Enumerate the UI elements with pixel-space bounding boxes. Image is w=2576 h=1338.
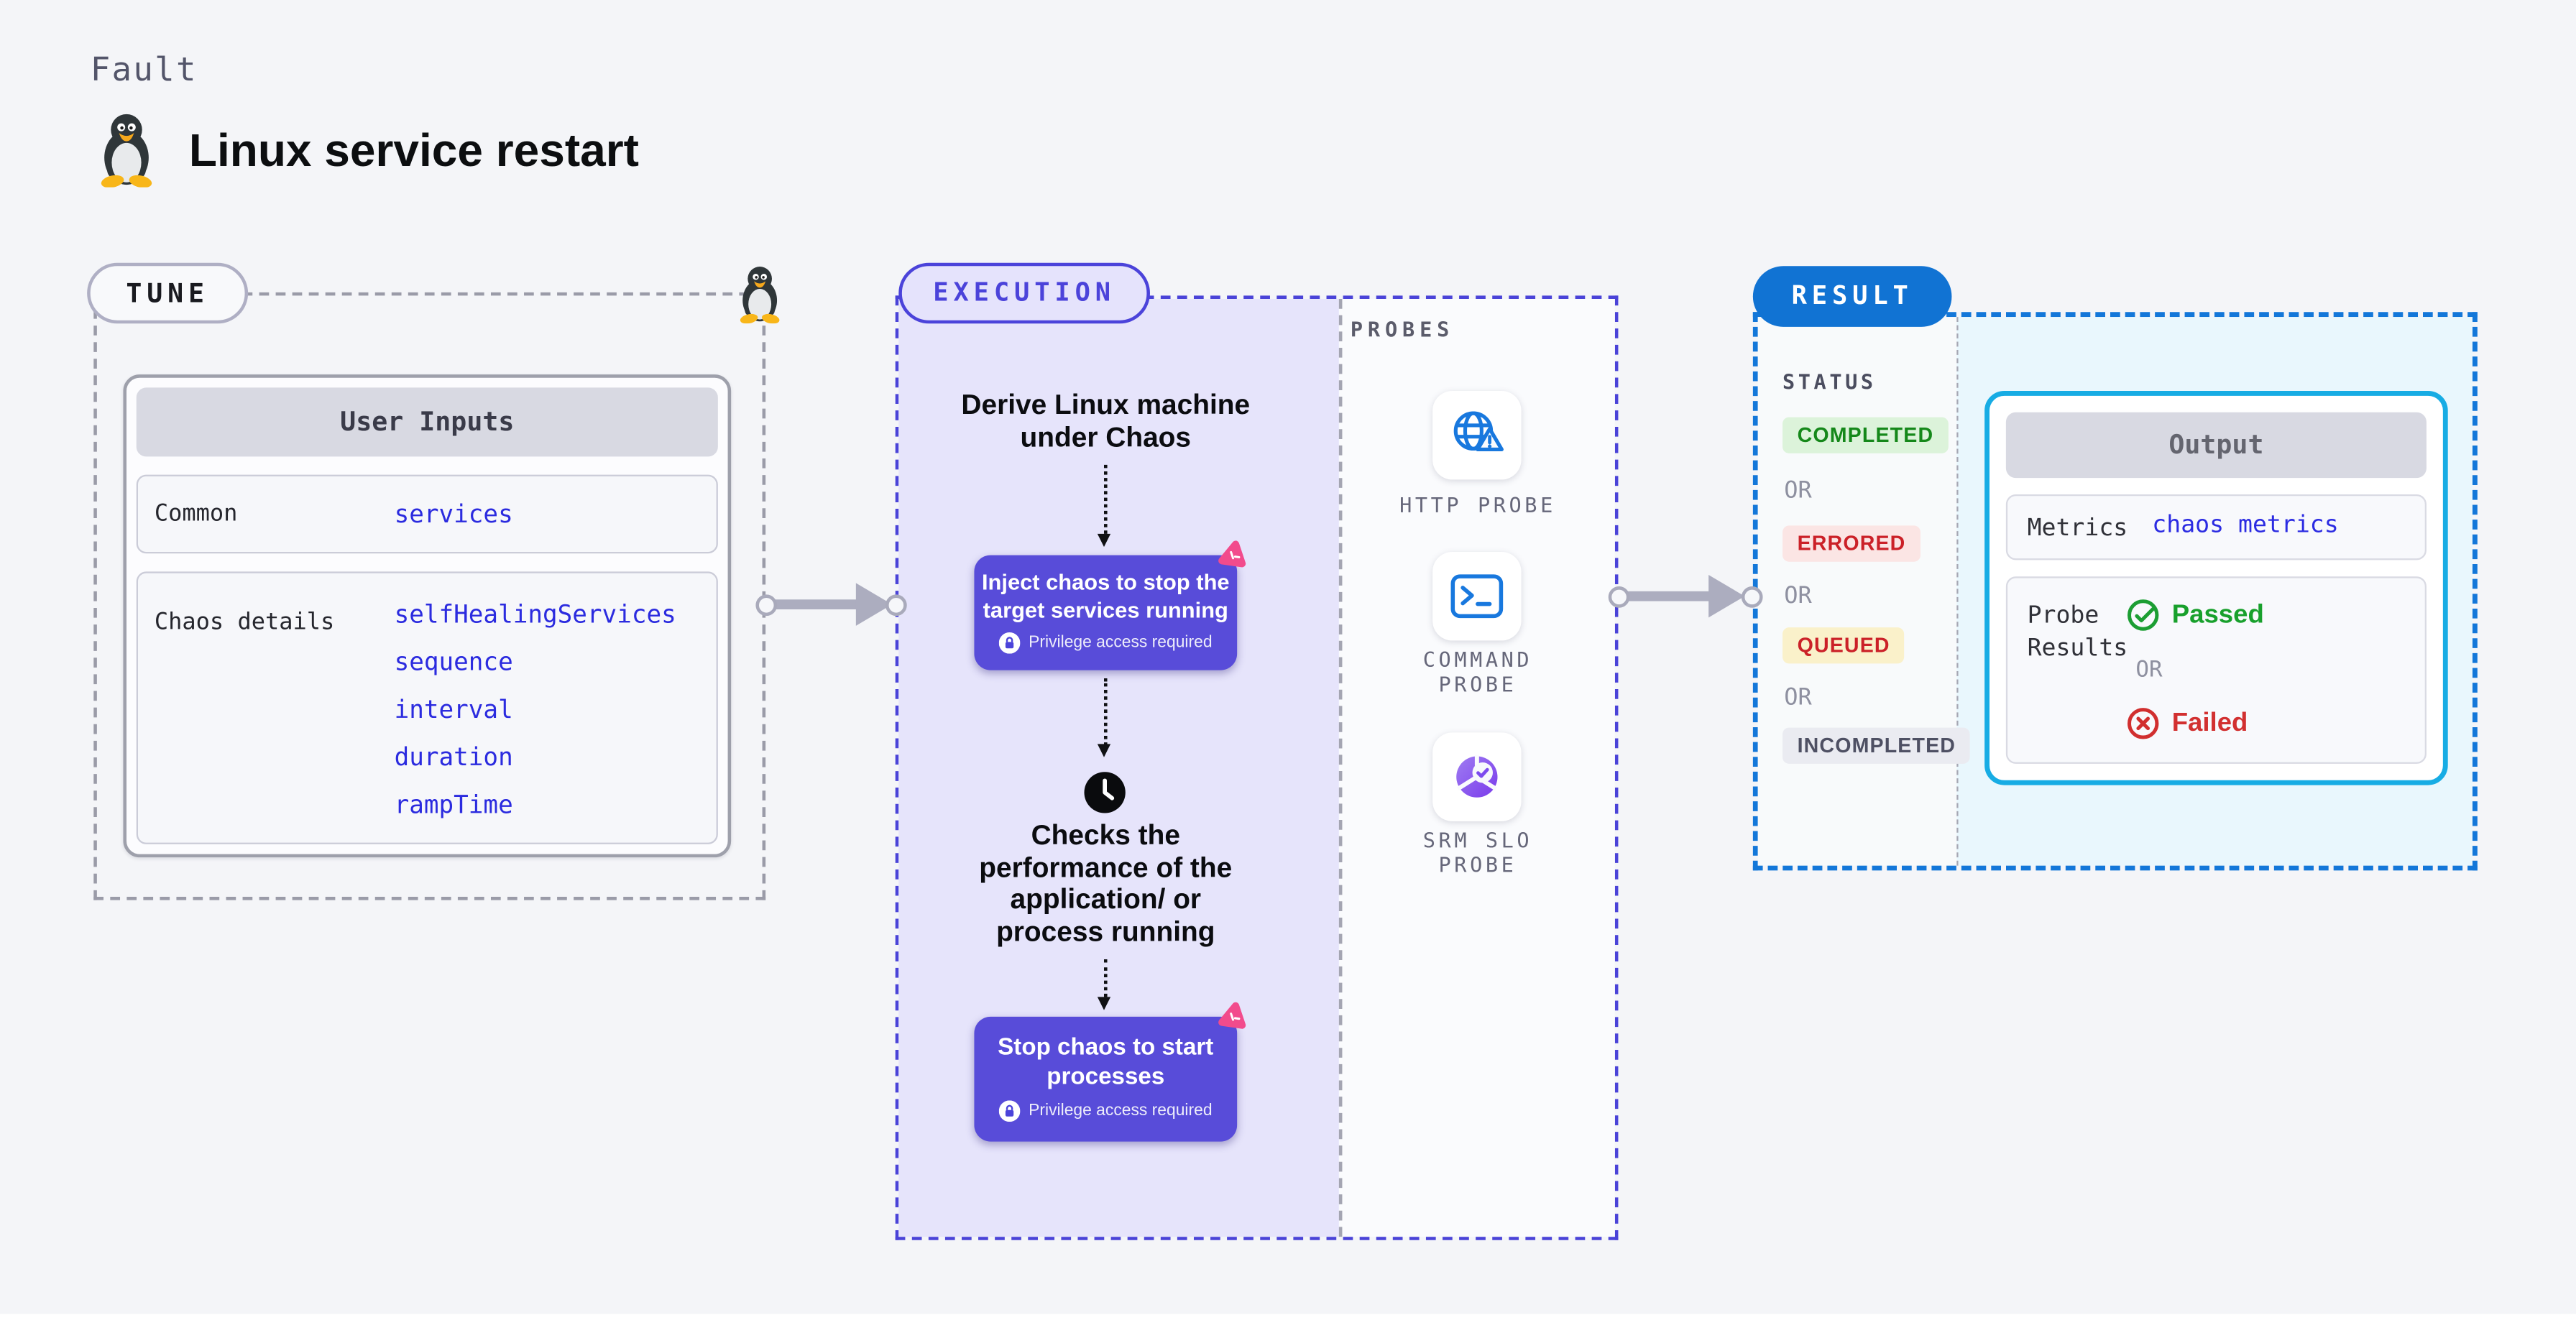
privilege-text: Privilege access required <box>1029 634 1213 652</box>
row-value: duration <box>394 742 513 772</box>
command-probe-card <box>1432 551 1522 641</box>
fault-label: Fault <box>90 49 198 89</box>
result-badge: RESULT <box>1752 266 1952 327</box>
metrics-label: Metrics <box>2027 515 2128 543</box>
or-separator: OR <box>1784 583 1812 609</box>
tune-badge: TUNE <box>87 262 249 324</box>
user-inputs-header: User Inputs <box>136 387 718 457</box>
globe-warning-icon <box>1445 404 1508 466</box>
row-value: services <box>394 499 513 529</box>
row-value: sequence <box>394 647 513 677</box>
step-title: Stop chaos to start processes <box>998 1034 1214 1091</box>
tux-icon <box>93 111 159 187</box>
connector-ring <box>755 594 776 615</box>
down-arrow-icon <box>1097 959 1111 1010</box>
lock-icon <box>999 1100 1021 1122</box>
probe-results-label: Probe Results <box>2027 602 2128 663</box>
down-arrow-icon <box>1097 464 1111 548</box>
check-circle-icon <box>2126 598 2161 632</box>
table-row-common: Common services <box>136 474 718 554</box>
bottom-strip <box>0 1314 2576 1338</box>
status-column <box>1757 317 1957 866</box>
row-value: selfHealingServices <box>394 599 676 629</box>
row-values: selfHealingServices sequence interval du… <box>395 591 676 829</box>
row-value: interval <box>394 694 513 724</box>
connector-ring <box>884 594 906 615</box>
x-circle-icon <box>2126 706 2161 741</box>
failed-line: Failed <box>2126 706 2248 741</box>
terminal-icon <box>1445 565 1508 627</box>
or-separator: OR <box>2135 657 2163 683</box>
table-row-chaos-details: Chaos details selfHealingServices sequen… <box>136 571 718 844</box>
tux-icon <box>735 264 786 323</box>
status-label: STATUS <box>1782 369 1877 395</box>
connector-ring <box>1607 585 1629 607</box>
clock-icon <box>1082 770 1127 815</box>
srm-slo-probe-card <box>1432 732 1522 821</box>
inject-chaos-step: Inject chaos to stop the target services… <box>974 555 1238 670</box>
lock-icon <box>999 632 1021 654</box>
passed-text: Passed <box>2171 600 2264 629</box>
or-separator: OR <box>1784 478 1812 504</box>
connector-arrow <box>775 599 858 609</box>
arrow-head-icon <box>1708 574 1745 618</box>
probe-label: SRM SLO PROBE <box>1422 827 1533 877</box>
connector-ring <box>1740 585 1762 607</box>
status-badge-completed: COMPLETED <box>1782 417 1949 453</box>
row-label: Chaos details <box>154 609 335 636</box>
output-header: Output <box>2005 412 2426 479</box>
metrics-row: Metrics chaos metrics <box>2005 494 2426 560</box>
probes-label: PROBES <box>1350 317 1455 342</box>
status-badge-incompleted: INCOMPLETED <box>1782 727 1971 764</box>
page-title: Linux service restart <box>188 124 639 176</box>
chaos-pink-icon <box>1214 999 1248 1033</box>
status-badge-queued: QUEUED <box>1782 627 1905 664</box>
down-arrow-icon <box>1097 678 1111 757</box>
row-value: rampTime <box>394 790 513 820</box>
step-check-text: Checks the performance of the applicatio… <box>979 819 1233 947</box>
slo-donut-icon <box>1445 746 1508 808</box>
failed-text: Failed <box>2171 709 2248 737</box>
output-card: Output Metrics chaos metrics Probe Resul… <box>1984 390 2448 785</box>
metrics-value: chaos metrics <box>2152 512 2339 539</box>
connector-arrow <box>1628 591 1711 601</box>
privilege-row: Privilege access required <box>974 632 1237 654</box>
stop-chaos-step: Stop chaos to start processes Privilege … <box>974 1016 1238 1142</box>
probe-label: HTTP PROBE <box>1399 492 1556 517</box>
execution-badge: EXECUTION <box>898 262 1150 324</box>
or-separator: OR <box>1784 685 1812 711</box>
privilege-row: Privilege access required <box>974 1100 1237 1122</box>
probe-label: COMMAND PROBE <box>1422 647 1533 697</box>
http-probe-card <box>1432 390 1522 480</box>
step-derive-text: Derive Linux machine under Chaos <box>961 389 1251 453</box>
row-label: Common <box>154 501 238 527</box>
privilege-text: Privilege access required <box>1029 1102 1213 1120</box>
probe-results-row: Probe Results Passed OR Failed <box>2005 576 2426 764</box>
status-badge-errored: ERRORED <box>1782 525 1921 562</box>
passed-line: Passed <box>2126 598 2264 632</box>
chaos-pink-icon <box>1214 537 1248 571</box>
step-title: Inject chaos to stop the target services… <box>981 570 1230 622</box>
